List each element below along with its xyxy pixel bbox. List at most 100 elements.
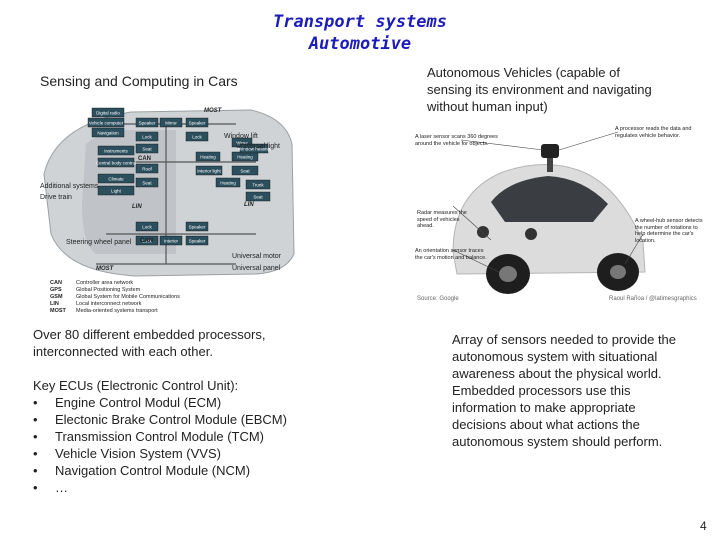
ecu-item: Electonic Brake Control Module (EBCM) — [33, 411, 333, 428]
ecu-item: Transmission Control Module (TCM) — [33, 428, 333, 445]
ecu-module-label: Heating — [237, 155, 253, 160]
ecu-module-label: Speaker — [189, 239, 206, 244]
legend-desc: Media-oriented systems transport — [76, 308, 158, 314]
ecu-module-box: Lock — [185, 131, 209, 142]
ecu-module-box: Heating — [215, 177, 241, 188]
ecu-module-box: Interior — [159, 235, 183, 246]
autonomous-car-illustration: A laser sensor scans 360 degrees around … — [413, 122, 703, 304]
ecu-module-label: Central body control — [96, 161, 136, 166]
label-universal-motor: Universal motor — [232, 253, 282, 260]
ecu-module-box: Speaker — [185, 221, 209, 232]
car-windshield — [491, 176, 608, 222]
headlight-icon — [477, 226, 489, 238]
intro-text: Over 80 different embedded processors, i… — [33, 327, 266, 359]
ecu-item: … — [33, 479, 333, 496]
annotation-orientation: An orientation sensor traces the car's m… — [415, 248, 487, 261]
ecu-module-box: Interior light — [195, 165, 223, 176]
ecu-module-box: Seat — [231, 165, 259, 176]
legend-desc: Local interconnect network — [76, 301, 142, 307]
ecu-module-box: Heating — [231, 151, 259, 162]
ecu-item: Engine Control Modul (ECM) — [33, 394, 333, 411]
right-heading: Autonomous Vehicles (capable of sensing … — [427, 65, 652, 114]
ecu-module-box: Roof — [135, 163, 159, 174]
ecu-item: Vehicle Vision System (VVS) — [33, 445, 333, 462]
ecu-module-label: Trunk — [252, 183, 264, 188]
ecu-module-box: Navigation — [91, 127, 125, 138]
ecu-module-label: Speaker — [189, 121, 206, 126]
ecu-module-label: Light — [111, 189, 122, 194]
ecu-module-box: Speaker — [135, 117, 159, 128]
slide-title: Transport systems — [273, 12, 447, 32]
ecu-module-label: Interior — [164, 239, 179, 244]
ecu-module-label: Heating — [200, 155, 216, 160]
ecu-module-box: Seat — [245, 191, 271, 202]
ecu-module-label: Speaker — [139, 121, 156, 126]
label-most-bottom: MOST — [96, 266, 115, 272]
annotation-wheel-hub: A wheel-hub sensor detects the number of… — [635, 218, 703, 244]
legend-desc: Global System for Mobile Communications — [76, 294, 180, 300]
legend-desc: Global Positioning System — [76, 287, 141, 293]
ecu-module-label: Instruments — [104, 149, 128, 154]
slide-subtitle: Automotive — [308, 34, 412, 54]
ecu-module-box: Speaker — [185, 235, 209, 246]
ecu-module-label: Lock — [142, 135, 152, 140]
ecu-module-box: Lock — [135, 221, 159, 232]
left-heading: Sensing and Computing in Cars — [40, 73, 238, 89]
ecu-module-box: Lock — [135, 235, 159, 246]
legend-desc: Controller area network — [76, 280, 133, 286]
ecu-module-box: Seat — [135, 143, 159, 154]
legend-abbr: LIN — [50, 301, 59, 307]
ecu-module-box: Digital radio — [91, 107, 125, 118]
annotation-processor: A processor reads the data and regulates… — [615, 126, 692, 139]
ecu-module-label: Lock — [142, 225, 152, 230]
ecu-module-box: Lock — [135, 131, 159, 142]
legend-abbr: GSM — [50, 294, 63, 300]
ecu-module-label: Seat — [142, 181, 152, 186]
label-lin-left: LIN — [132, 204, 142, 210]
ecu-module-box: Speaker — [185, 117, 209, 128]
ecu-module-label: Wiper — [236, 141, 248, 146]
label-universal-panel: Universal panel — [232, 265, 281, 272]
ecu-module-label: Navigation — [97, 131, 119, 136]
label-lin-right: LIN — [244, 202, 254, 208]
ecu-module-label: Digital radio — [96, 111, 120, 116]
laser-sensor-icon — [541, 144, 559, 158]
page-number: 4 — [700, 519, 707, 533]
spacer — [33, 360, 333, 377]
ecu-module-box: Vehicle computer — [87, 117, 125, 128]
legend-abbr: GPS — [50, 287, 62, 293]
ecu-item: Navigation Control Module (NCM) — [33, 462, 333, 479]
legend-abbr: MOST — [50, 308, 67, 314]
ecu-module-box: Mirror — [159, 117, 183, 128]
legend-abbr: CAN — [50, 280, 62, 286]
ecu-module-label: Seat — [240, 169, 250, 174]
ecu-module-box: Seat — [135, 177, 159, 188]
label-can-bottom: CAN — [140, 238, 153, 244]
ecu-module-box: Central body control — [96, 157, 136, 168]
ecu-module-box: Climate — [97, 173, 135, 184]
ecu-module-label: Climate — [108, 177, 124, 182]
ecu-title: Key ECUs (Electronic Control Unit): — [33, 378, 239, 393]
ecu-module-box: Heating — [195, 151, 221, 162]
ecu-module-label: Lock — [192, 135, 202, 140]
label-universal-light: Universal light — [236, 143, 280, 150]
ecu-module-label: Lock — [142, 239, 152, 244]
ecu-module-label: Heating — [220, 181, 236, 186]
annotation-radar: Radar measures the speed of vehicles ahe… — [417, 210, 467, 229]
ecu-module-box: Light — [97, 185, 135, 196]
label-steering-wheel-panel: Steering wheel panel — [66, 239, 132, 246]
ecu-module-label: Mirror — [165, 121, 177, 126]
label-drive-train: Drive train — [40, 194, 72, 201]
ecu-module-label: Seat — [142, 147, 152, 152]
ecu-module-label: Seat — [253, 195, 263, 200]
ecu-module-label: Speaker — [189, 225, 206, 230]
ecu-module-label: Vehicle computer — [89, 121, 124, 126]
annotation-laser: A laser sensor scans 360 degrees around … — [415, 134, 498, 147]
ecu-module-label: Interior light — [197, 169, 221, 174]
ecu-list: Engine Control Modul (ECM) Electonic Bra… — [33, 394, 333, 496]
right-description: Array of sensors needed to provide the a… — [452, 332, 677, 449]
ecu-module-label: Window heating — [238, 147, 271, 152]
